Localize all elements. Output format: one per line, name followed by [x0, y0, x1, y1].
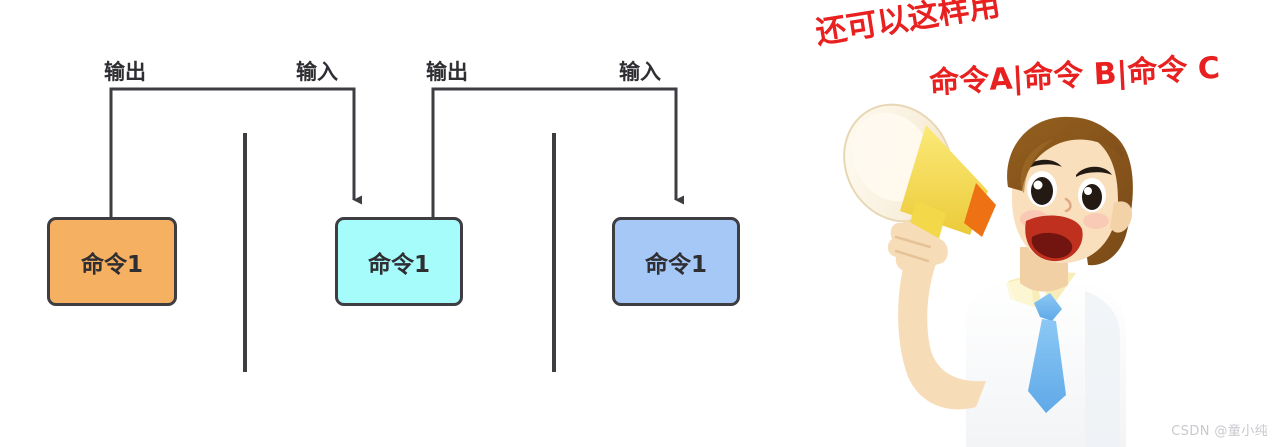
command-box-1-label: 命令1: [80, 251, 143, 278]
person-with-megaphone-illustration: [843, 103, 1133, 447]
edge-label-input-1: 输入: [296, 60, 338, 84]
edge-label-output-2: 输出: [426, 60, 468, 84]
command-box-1: 命令1: [47, 217, 177, 306]
annotation-cmd-b: 命令 B: [1022, 56, 1118, 97]
csdn-watermark: CSDN @童小纯: [1171, 424, 1268, 439]
annotation-cmd-c: 命令 C: [1126, 50, 1221, 91]
command-box-3: 命令1: [612, 217, 740, 306]
edge-label-output-1: 输出: [104, 60, 146, 84]
megaphone-icon: [843, 103, 996, 257]
command-box-2-label: 命令1: [367, 251, 430, 278]
mouth: [1025, 215, 1083, 262]
hand: [887, 221, 948, 273]
connector-2: [431, 87, 684, 217]
annotation-line-1: 还可以这样用: [813, 0, 1003, 52]
hair-front: [1007, 116, 1124, 191]
connector-1: [109, 87, 362, 217]
command-box-3-label: 命令1: [644, 251, 707, 278]
edge-label-input-2: 输入: [619, 60, 661, 84]
connector-layer: [109, 87, 684, 372]
necktie: [1028, 293, 1066, 413]
command-box-2: 命令1: [335, 217, 463, 306]
face: [1012, 130, 1133, 263]
arm: [898, 245, 986, 410]
annotation-line-2: 命令A|命令 B|命令 C: [928, 43, 1221, 102]
hair-highlight: [1020, 139, 1054, 193]
